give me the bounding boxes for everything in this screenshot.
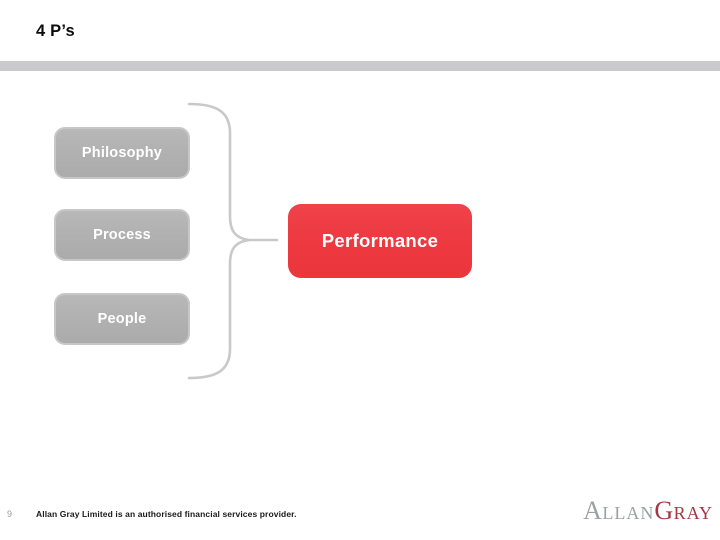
people-box-label: People [97,311,147,327]
performance-box: Performance [288,204,472,278]
title-divider-bar [0,61,720,71]
philosophy-box-label: Philosophy [81,145,163,161]
performance-box-label: Performance [321,230,439,251]
footer-disclaimer: Allan Gray Limited is an authorised fina… [36,509,297,519]
allan-gray-logo: ALLANGRAY [583,498,713,524]
philosophy-box: Philosophy [54,127,190,179]
logo-allan-initial: A [583,496,603,525]
logo-gray-initial: G [654,496,674,525]
page-number: 9 [7,509,13,519]
logo-allan-rest: LLAN [602,503,655,523]
process-box-label: Process [93,227,151,243]
logo-gray-rest: RAY [673,503,713,523]
process-box: Process [54,209,190,261]
curly-brace-path [187,102,250,380]
page-title: 4 P’s [36,22,75,40]
people-box: People [54,293,190,345]
